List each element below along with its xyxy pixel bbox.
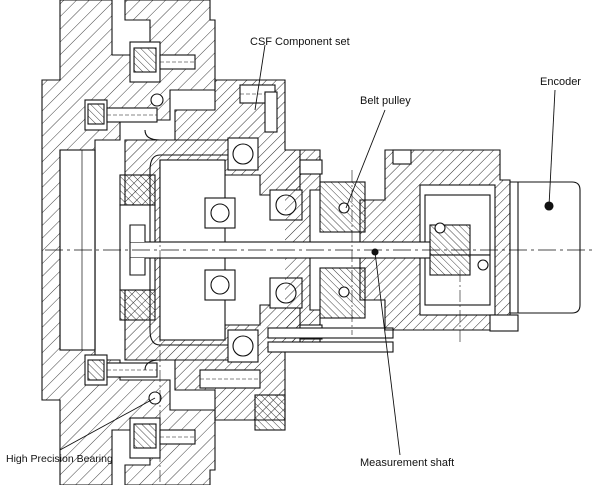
bearing-mid-lower — [204, 269, 236, 301]
label-encoder: Encoder — [540, 76, 581, 88]
encoder-housing — [359, 149, 519, 332]
belt-pulley — [319, 181, 366, 319]
long-bolt-bottom-lower — [267, 341, 394, 353]
bolt-bottom-left — [129, 417, 196, 459]
leader-hpb — [59, 397, 156, 451]
inner-bearing-lower — [227, 329, 259, 363]
leader-measurement-shaft — [374, 251, 401, 456]
bearing-ball-top — [150, 93, 164, 107]
leader-encoder — [548, 89, 556, 207]
csf-bolt-head-bottom — [254, 394, 286, 431]
label-high-precision-bearing: High Precision Bearing — [6, 453, 113, 465]
bearing-mid-upper — [204, 197, 236, 229]
inner-bearing-upper — [227, 137, 259, 171]
encoder — [509, 181, 581, 314]
label-belt-pulley: Belt pulley — [360, 95, 411, 107]
screw-left-upper — [84, 99, 158, 131]
leader-csf — [254, 44, 266, 111]
label-measurement-shaft: Measurement shaft — [360, 457, 454, 469]
bolt-top-left — [129, 41, 196, 83]
screw-left-lower — [84, 354, 158, 386]
csf-bolt-bottom — [199, 369, 261, 389]
long-bolt-bottom-upper — [267, 327, 394, 339]
leader-belt-pulley — [345, 109, 386, 209]
label-csf-component-set: CSF Component set — [250, 36, 350, 48]
